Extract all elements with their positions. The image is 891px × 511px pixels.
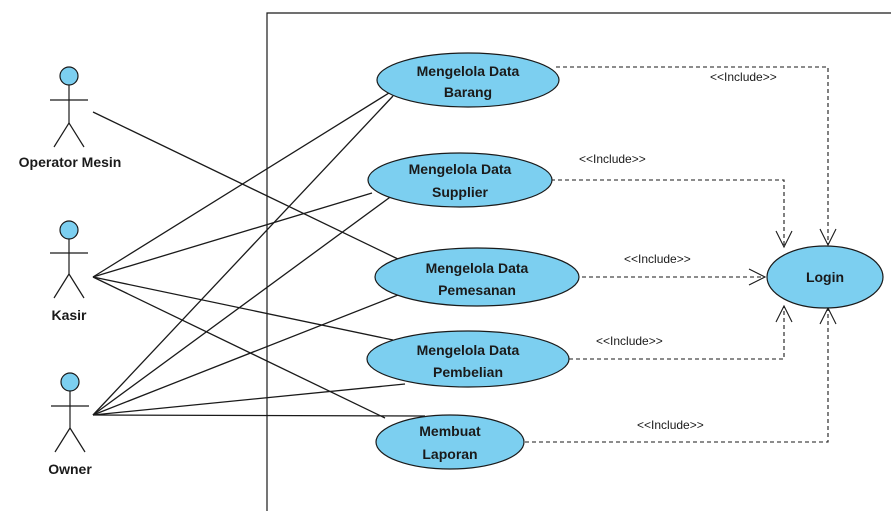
actor-kasir: Kasir bbox=[50, 220, 88, 323]
assoc-kasir-barang bbox=[92, 87, 398, 278]
assoc-kasir-supplier bbox=[92, 192, 373, 278]
include-arrow-pemesanan bbox=[748, 268, 767, 286]
assoc-owner-pemesanan bbox=[92, 292, 404, 416]
use-case-pemesanan-line1: Mengelola Data bbox=[426, 260, 529, 276]
use-case-supplier-line2: Supplier bbox=[432, 184, 489, 200]
assoc-operator-pemesanan bbox=[92, 111, 401, 261]
assoc-owner-barang bbox=[92, 95, 394, 416]
include-label-barang: <<Include>> bbox=[710, 70, 777, 84]
use-case-laporan-line1: Membuat bbox=[419, 423, 481, 439]
actor-kasir-label: Kasir bbox=[51, 307, 87, 323]
include-dependencies bbox=[525, 66, 837, 443]
actor-owner-label: Owner bbox=[48, 461, 92, 477]
use-case-supplier[interactable]: Mengelola Data Supplier bbox=[367, 152, 553, 208]
use-case-login[interactable]: Login bbox=[766, 245, 884, 309]
include-line-pembelian bbox=[569, 306, 785, 360]
actor-operator-head bbox=[59, 66, 79, 86]
include-labels: <<Include>> <<Include>> <<Include>> <<In… bbox=[579, 70, 777, 432]
actor-kasir-head bbox=[59, 220, 79, 240]
use-case-pembelian-line2: Pembelian bbox=[433, 364, 503, 380]
use-case-laporan-line2: Laporan bbox=[422, 446, 477, 462]
use-case-login-label: Login bbox=[806, 269, 844, 285]
assoc-kasir-laporan bbox=[92, 276, 386, 419]
include-arrow-barang bbox=[819, 228, 837, 247]
include-label-supplier: <<Include>> bbox=[579, 152, 646, 166]
include-arrow-supplier bbox=[775, 230, 793, 249]
include-label-pemesanan: <<Include>> bbox=[624, 252, 691, 266]
assoc-owner-supplier bbox=[92, 194, 394, 416]
use-case-barang-line2: Barang bbox=[444, 84, 492, 100]
use-case-barang-line1: Mengelola Data bbox=[417, 63, 520, 79]
use-case-supplier-line1: Mengelola Data bbox=[409, 161, 512, 177]
use-case-pemesanan[interactable]: Mengelola Data Pemesanan bbox=[374, 247, 580, 307]
actor-owner: Owner bbox=[48, 372, 92, 477]
use-case-pemesanan-line2: Pemesanan bbox=[438, 282, 516, 298]
assoc-owner-laporan bbox=[92, 414, 426, 417]
include-label-laporan: <<Include>> bbox=[637, 418, 704, 432]
use-case-barang[interactable]: Mengelola Data Barang bbox=[376, 52, 560, 108]
include-arrow-pembelian bbox=[775, 304, 793, 323]
associations bbox=[92, 87, 426, 419]
actor-operator-label: Operator Mesin bbox=[19, 154, 122, 170]
include-label-pembelian: <<Include>> bbox=[596, 334, 663, 348]
assoc-owner-pembelian bbox=[92, 383, 406, 416]
include-line-laporan bbox=[525, 308, 829, 443]
actor-operator-mesin: Operator Mesin bbox=[19, 66, 122, 170]
include-line-supplier bbox=[551, 179, 785, 247]
use-case-pembelian[interactable]: Mengelola Data Pembelian bbox=[366, 330, 570, 388]
assoc-kasir-pembelian bbox=[92, 276, 394, 341]
use-case-laporan[interactable]: Membuat Laporan bbox=[375, 414, 525, 470]
use-case-pembelian-line1: Mengelola Data bbox=[417, 342, 520, 358]
system-boundary bbox=[266, 12, 891, 511]
actor-owner-head bbox=[60, 372, 80, 392]
